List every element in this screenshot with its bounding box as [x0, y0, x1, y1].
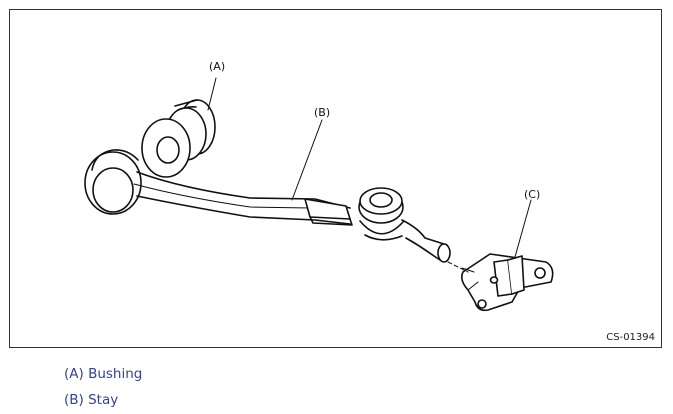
leader-line-b [291, 119, 323, 201]
connector-dashes [447, 261, 469, 273]
callout-b: (B) [314, 106, 331, 119]
leader-line-a [207, 77, 217, 111]
figure-code: CS-01394 [606, 332, 655, 343]
legend: (A) Bushing (B) Stay [64, 361, 142, 413]
legend-key: (B) [64, 392, 84, 408]
callout-c: (C) [524, 188, 541, 201]
diagram-frame: (A) (B) (C) CS-01394 [9, 9, 662, 348]
legend-text: Stay [88, 392, 119, 408]
leader-line-c [514, 199, 532, 258]
callout-a: (A) [209, 60, 226, 73]
bracket-drawing [461, 253, 554, 312]
bushing-drawing [141, 99, 216, 178]
parts-illustration [84, 77, 554, 312]
legend-item: (A) Bushing [64, 361, 142, 387]
legend-text: Bushing [88, 366, 143, 382]
legend-key: (A) [64, 366, 84, 382]
stay-drawing [84, 149, 451, 263]
legend-item: (B) Stay [64, 387, 142, 413]
